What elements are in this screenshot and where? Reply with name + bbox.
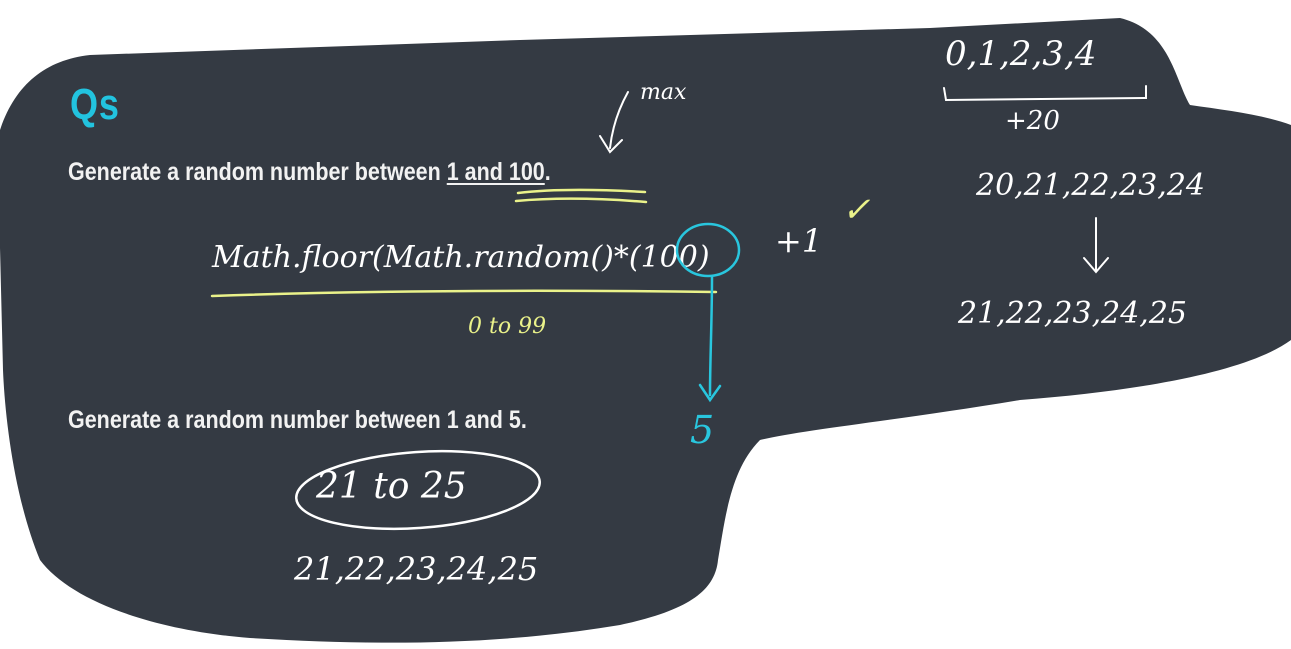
list-20-24: 20,21,22,23,24 (976, 168, 1206, 203)
range-21-25-circle (295, 449, 541, 531)
question-1-prefix: Generate a random number between (68, 158, 447, 186)
cyan-arrow (698, 274, 722, 403)
question-1-suffix: . (544, 158, 551, 186)
formula-underline (210, 289, 718, 298)
five-annotation: 5 (690, 408, 715, 452)
range-21-25-annotation: 21 to 25 (316, 466, 467, 507)
hundred-circle (675, 222, 741, 278)
range-underline (514, 188, 648, 204)
check-mark: ✓ (842, 190, 871, 230)
max-arrow (599, 91, 629, 154)
question-1-range: 1 and 100 (446, 158, 545, 186)
plus-one-annotation: +1 (775, 222, 823, 260)
max-label: max (640, 80, 687, 105)
list-21-25-bottom: 21,22,23,24,25 (294, 550, 539, 588)
range-0-99-annotation: 0 to 99 (468, 314, 547, 339)
plus-20-annotation: +20 (1005, 106, 1060, 136)
down-arrow (1083, 217, 1109, 274)
list-21-25-right: 21,22,23,24,25 (958, 296, 1188, 331)
question-1: Generate a random number between 1 and 1… (68, 158, 551, 187)
formula-annotation: Math.floor(Math.random()*(100) (212, 240, 710, 275)
list-0-4: 0,1,2,3,4 (945, 34, 1097, 74)
page-title: Qs (70, 80, 120, 129)
bracket-0-4 (943, 85, 1147, 102)
question-2: Generate a random number between 1 and 5… (68, 406, 527, 434)
